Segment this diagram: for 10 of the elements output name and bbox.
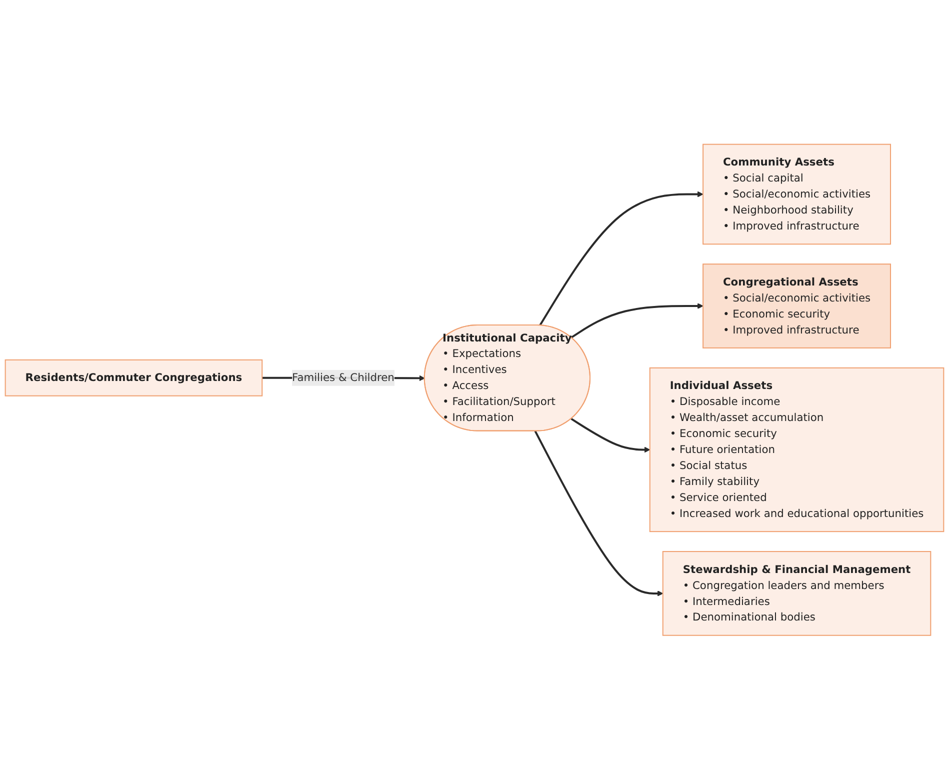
arrow xyxy=(539,191,704,326)
arrow xyxy=(570,303,704,339)
node-box: Individual Assets • Disposable income • Wealth/asset accumulation • Economic security • Future orientation • Social status • Family stability • Service oriented • Increased work and educational opportunities xyxy=(649,368,944,532)
arrow xyxy=(534,430,664,597)
node-box: Community Assets • Social capital • Social/economic activities • Neighborhood stability • Improved infrastructure xyxy=(702,144,892,245)
node-box: Congregational Assets • Social/economic activities • Economic security • Improved infrastructure xyxy=(702,264,892,349)
node-box: Residents/Commuter Congregations xyxy=(4,360,263,396)
node-box: Stewardship & Financial Management • Congregation leaders and members • Intermediaries • Denominational bodies xyxy=(662,551,932,636)
edge-label: Families & Children xyxy=(292,371,394,384)
arrow xyxy=(570,418,650,453)
